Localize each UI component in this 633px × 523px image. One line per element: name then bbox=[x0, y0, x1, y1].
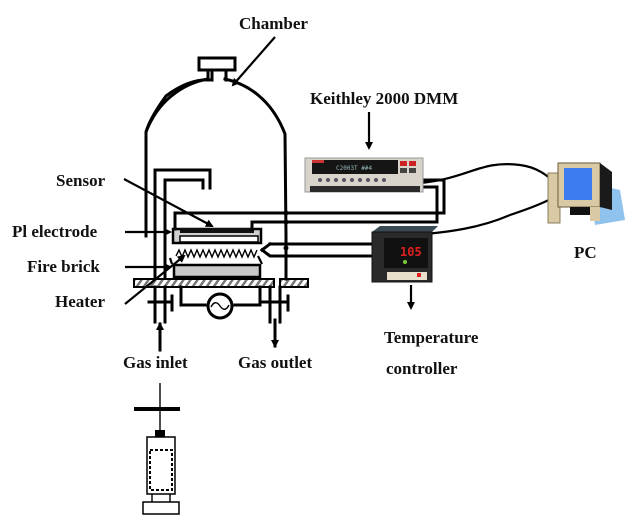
chamber-arrow bbox=[231, 36, 276, 87]
gas-outlet-valve bbox=[261, 285, 290, 324]
pc-icon bbox=[547, 162, 625, 225]
controller-label-line1: Temperature bbox=[384, 328, 479, 347]
fire-brick bbox=[172, 263, 262, 279]
electrode-label: Pl electrode bbox=[12, 222, 98, 241]
controller-display: 105 bbox=[400, 245, 422, 259]
sensor-label: Sensor bbox=[56, 171, 106, 190]
pc-label: PC bbox=[574, 243, 597, 262]
chamber-cap bbox=[197, 56, 237, 72]
base-plate-right bbox=[279, 278, 309, 288]
gas-tubes bbox=[153, 168, 212, 322]
heater-label: Heater bbox=[55, 292, 105, 311]
sensor-film bbox=[180, 228, 254, 233]
syringe-icon bbox=[134, 383, 180, 515]
chamber-label: Chamber bbox=[239, 14, 308, 33]
heater-coil bbox=[175, 248, 258, 259]
ac-source-icon bbox=[206, 292, 234, 320]
base-plate bbox=[133, 278, 275, 288]
keithley-dmm: C2003T ##4 bbox=[304, 157, 424, 193]
chamber bbox=[144, 56, 288, 238]
dmm-label: Keithley 2000 DMM bbox=[310, 89, 458, 108]
dmm-display: C2003T ##4 bbox=[336, 165, 373, 172]
fire-brick-label: Fire brick bbox=[27, 257, 100, 276]
temperature-controller: 105 bbox=[371, 226, 438, 283]
gas-inlet-label: Gas inlet bbox=[123, 353, 188, 372]
controller-label-line2: controller bbox=[386, 359, 458, 378]
sensor-arrow bbox=[123, 178, 214, 227]
gas-outlet-label: Gas outlet bbox=[238, 353, 312, 372]
sensor-stage bbox=[133, 227, 309, 320]
gas-inlet-valve bbox=[147, 285, 174, 324]
heater-arrow bbox=[124, 254, 186, 305]
